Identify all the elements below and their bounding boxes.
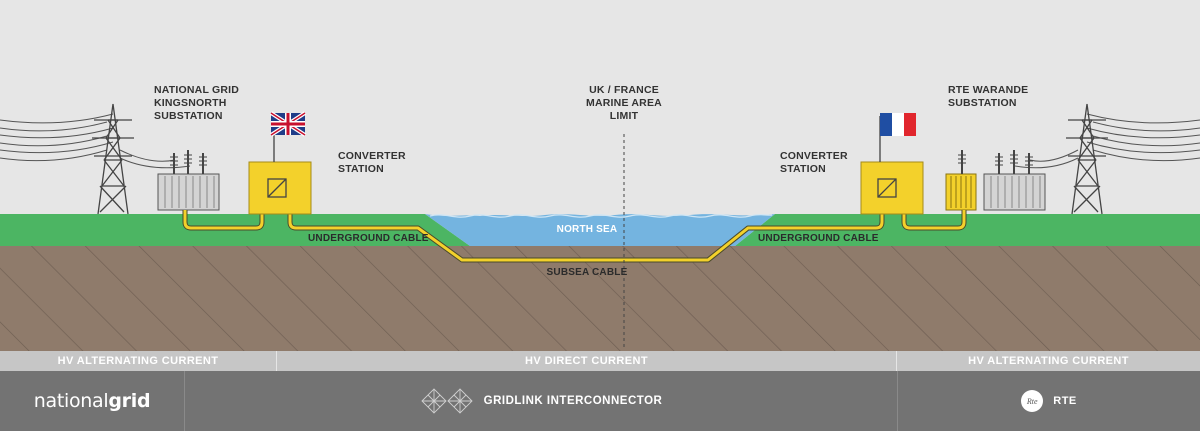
footer-gridlink: GRIDLINK INTERCONNECTOR <box>185 371 897 431</box>
rte-name: RTE <box>1053 395 1077 407</box>
label-line: KINGSNORTH <box>154 97 227 109</box>
label-line: STATION <box>338 163 384 175</box>
band-hvac-left: HV ALTERNATING CURRENT <box>0 351 277 371</box>
converter-station-right-label: CONVERTER STATION <box>780 150 848 176</box>
filter-unit-right-icon <box>945 150 977 211</box>
france-flag <box>880 113 916 136</box>
transformer-right-icon <box>983 150 1046 211</box>
footer-national-grid: nationalgrid <box>0 371 185 431</box>
band-hvdc: HV DIRECT CURRENT <box>277 351 897 371</box>
kingsnorth-substation-label: NATIONAL GRID KINGSNORTH SUBSTATION <box>154 84 239 123</box>
label-line: SUBSTATION <box>948 97 1017 109</box>
converter-station-left-icon <box>248 116 312 215</box>
logo-light-part: national <box>33 390 109 412</box>
north-sea-label: NORTH SEA <box>556 224 618 235</box>
gridlink-title: GRIDLINK INTERCONNECTOR <box>483 395 663 407</box>
rte-logo-icon: Rte <box>1021 390 1044 412</box>
marine-limit-label: UK / FRANCE MARINE AREA LIMIT <box>586 84 662 123</box>
warande-substation-label: RTE WARANDE SUBSTATION <box>948 84 1028 110</box>
label-line: SUBSTATION <box>154 110 223 122</box>
label-line: STATION <box>780 163 826 175</box>
cross-section-illustration <box>0 103 1200 351</box>
overhead-lines-right <box>1014 113 1200 169</box>
underground-cable-left-label: UNDERGROUND CABLE <box>308 233 429 244</box>
band-hvac-right: HV ALTERNATING CURRENT <box>897 351 1200 371</box>
label-line: RTE WARANDE <box>948 84 1029 96</box>
pylon-left-icon <box>92 103 134 215</box>
footer-rte: Rte RTE <box>897 371 1200 431</box>
north-sea <box>425 214 775 246</box>
pylon-right-icon <box>1066 103 1108 215</box>
label-line: CONVERTER <box>780 150 848 162</box>
converter-station-right-icon <box>860 116 924 215</box>
label-line: MARINE AREA <box>586 97 662 109</box>
uk-flag <box>269 111 307 137</box>
converter-station-left-label: CONVERTER STATION <box>338 150 406 176</box>
logo-bold-part: grid <box>108 390 151 412</box>
earth-layer <box>0 246 1200 351</box>
gridlink-diamond-icon <box>421 388 473 414</box>
transformer-left-icon <box>157 150 220 211</box>
label-line: UK / FRANCE <box>589 84 659 96</box>
label-line: NATIONAL GRID <box>154 84 240 96</box>
label-line: CONVERTER <box>338 150 406 162</box>
subsea-cable-label: SUBSEA CABLE <box>546 267 628 278</box>
national-grid-logo: nationalgrid <box>34 390 151 412</box>
sea-waves <box>429 214 773 218</box>
underground-cable-right-label: UNDERGROUND CABLE <box>758 233 879 244</box>
grass-layer <box>0 214 1200 246</box>
label-line: LIMIT <box>609 110 639 122</box>
